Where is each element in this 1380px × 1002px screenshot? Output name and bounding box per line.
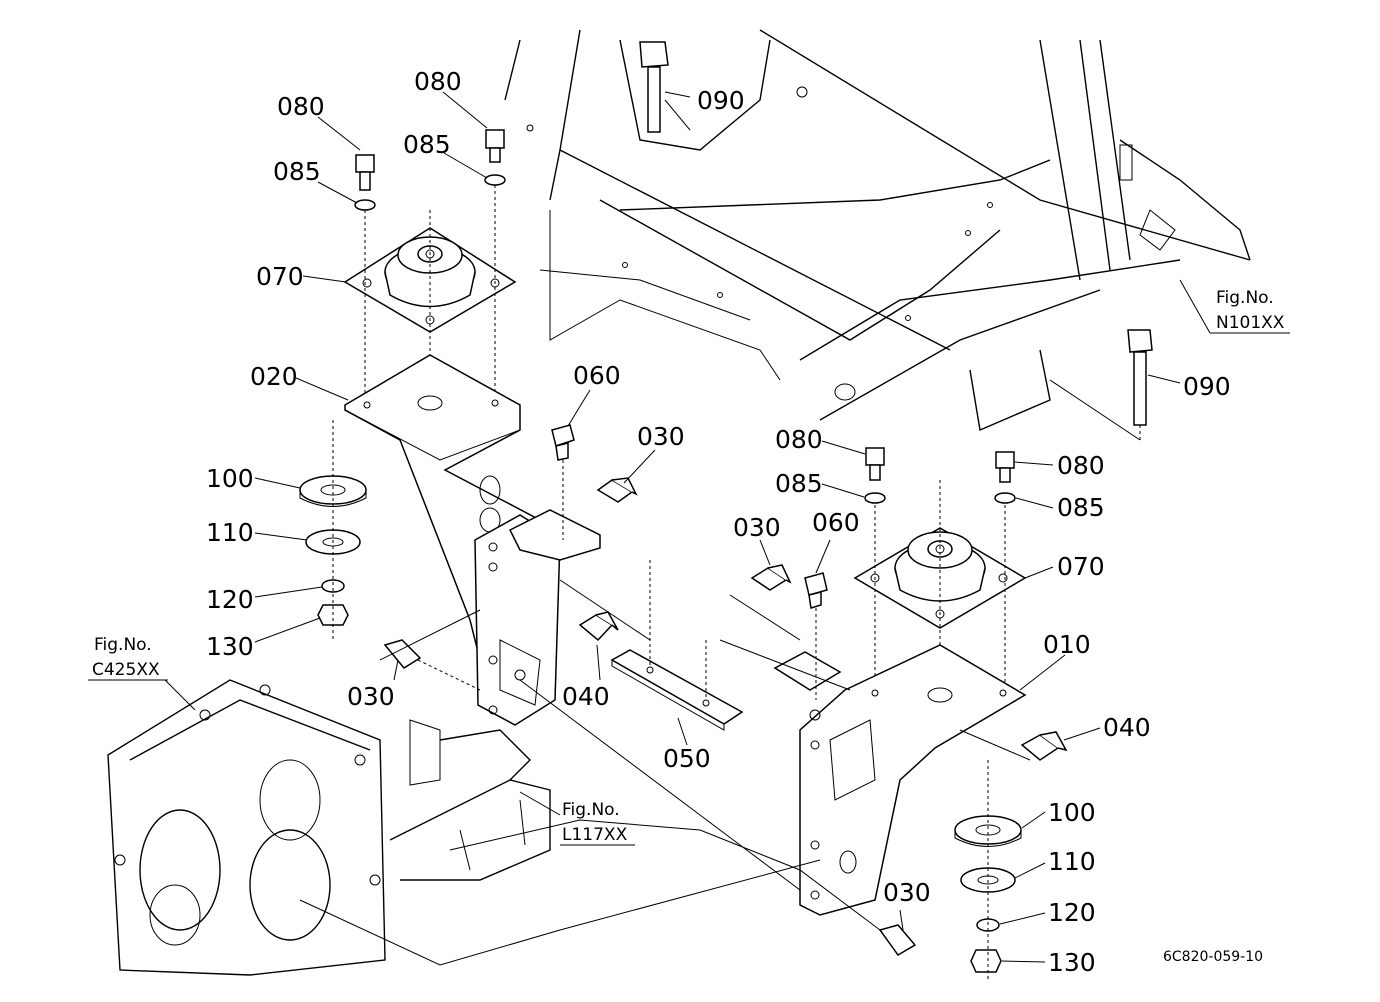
part-label: 110 xyxy=(1048,847,1096,876)
left-mount-assembly xyxy=(343,129,601,726)
plate-050 xyxy=(610,560,744,731)
fig-ref-code: C425XX xyxy=(92,660,160,680)
part-label: 070 xyxy=(256,262,304,291)
left-fastener-stack xyxy=(299,420,367,640)
part-labels: 080 085 080 085 090 070 020 060 030 100 … xyxy=(206,67,1231,977)
figure-references: Fig.No. N101XX Fig.No. C425XX Fig.No. L1… xyxy=(92,288,1285,845)
frame-rail xyxy=(389,719,551,881)
part-label: 090 xyxy=(697,86,745,115)
part-label: 030 xyxy=(733,513,781,542)
part-label: 085 xyxy=(403,130,451,159)
part-label: 080 xyxy=(277,92,325,121)
part-label: 110 xyxy=(206,518,254,547)
transmission-case xyxy=(107,679,386,976)
assembly-lines xyxy=(299,99,1141,966)
part-label: 085 xyxy=(775,469,823,498)
part-label: 020 xyxy=(250,362,298,391)
right-fastener-stack xyxy=(954,760,1022,980)
part-label: 120 xyxy=(1048,898,1096,927)
part-label: 060 xyxy=(812,508,860,537)
fig-ref-label: Fig.No. xyxy=(94,635,152,655)
fig-ref-label: Fig.No. xyxy=(562,800,620,820)
part-label: 090 xyxy=(1183,372,1231,401)
part-label: 085 xyxy=(1057,493,1105,522)
part-label: 030 xyxy=(347,682,395,711)
part-label: 030 xyxy=(637,422,685,451)
part-label: 130 xyxy=(1048,948,1096,977)
part-label: 085 xyxy=(273,157,321,186)
part-label: 080 xyxy=(1057,451,1105,480)
part-label: 050 xyxy=(663,744,711,773)
leader-lines xyxy=(88,91,1290,963)
part-label: 060 xyxy=(573,361,621,390)
part-label: 070 xyxy=(1057,552,1105,581)
part-label: 080 xyxy=(775,425,823,454)
part-label: 030 xyxy=(883,878,931,907)
part-label: 120 xyxy=(206,585,254,614)
fig-ref-code: N101XX xyxy=(1216,313,1285,333)
part-label: 040 xyxy=(562,682,610,711)
drawing-code: 6C820-059-10 xyxy=(1163,949,1263,965)
frame-chassis xyxy=(504,29,1251,431)
part-label: 100 xyxy=(1048,798,1096,827)
part-label: 010 xyxy=(1043,630,1091,659)
fig-ref-label: Fig.No. xyxy=(1216,288,1274,308)
part-label: 040 xyxy=(1103,713,1151,742)
fig-ref-code: L117XX xyxy=(562,825,628,845)
part-label: 130 xyxy=(206,632,254,661)
part-label: 100 xyxy=(206,464,254,493)
right-mount-assembly xyxy=(773,447,1027,916)
part-label: 080 xyxy=(414,67,462,96)
right-bolts xyxy=(639,41,1153,956)
